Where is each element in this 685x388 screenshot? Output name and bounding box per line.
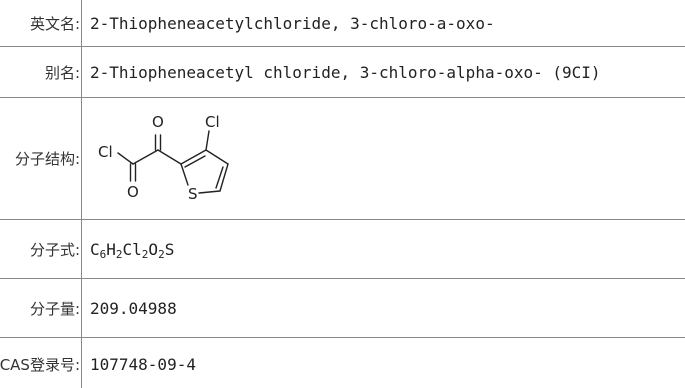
atom-o-top: O <box>152 113 164 131</box>
atom-o-bottom: O <box>127 183 139 201</box>
formula-count-c: 6 <box>99 247 107 261</box>
structure-cell: O Cl Cl O S <box>81 97 685 220</box>
formula-element-o: O <box>148 239 159 259</box>
structure-label: 分子结构: <box>0 97 82 220</box>
row-structure: 分子结构: <box>0 97 685 220</box>
ring-bond-c2a-c3a <box>180 149 207 165</box>
row-cas-number: CAS登录号: 107748-09-4 <box>0 337 685 388</box>
formula-label: 分子式: <box>0 219 82 279</box>
cas-number-label: CAS登录号: <box>0 337 82 388</box>
atom-s: S <box>188 185 198 203</box>
cas-number-value: 107748-09-4 <box>81 337 685 388</box>
formula-element-s: S <box>164 239 175 259</box>
molecular-weight-value: 209.04988 <box>81 278 685 338</box>
formula-element-cl: Cl <box>122 239 142 259</box>
alias-value: 2-Thiopheneacetyl chloride, 3-chloro-alp… <box>81 46 685 98</box>
row-english-name: 英文名: 2-Thiopheneacetylchloride, 3-chloro… <box>0 0 685 47</box>
ring-bond-c5a-s <box>198 190 221 194</box>
bond-c1-c2 <box>132 149 159 165</box>
english-name-label: 英文名: <box>0 0 82 47</box>
formula-element-c: C <box>90 239 100 259</box>
formula-element-h: H <box>106 239 116 259</box>
bond-c3a-cl <box>205 130 210 151</box>
row-formula: 分子式: C6H2Cl2O2S <box>0 219 685 279</box>
ring-bond-c2a-c3a-inner <box>184 155 206 168</box>
formula-count-h: 2 <box>115 247 123 261</box>
bond-cl-c1 <box>117 152 134 165</box>
english-name-value: 2-Thiopheneacetylchloride, 3-chloro-a-ox… <box>81 0 685 47</box>
ring-bond-c3a-c4a <box>205 149 229 165</box>
atom-cl-acyl: Cl <box>98 143 113 161</box>
atom-cl-ring: Cl <box>205 113 220 131</box>
formula-count-cl: 2 <box>141 247 149 261</box>
row-molecular-weight: 分子量: 209.04988 <box>0 278 685 338</box>
ring-bond-c4a-c5a <box>219 163 229 192</box>
alias-label: 别名: <box>0 46 82 98</box>
bond-c2-ring <box>157 149 182 165</box>
formula-count-o: 2 <box>158 247 165 261</box>
ring-bond-c4a-c5a-inner <box>215 166 224 189</box>
ring-bond-s-c2a <box>180 163 189 186</box>
formula-value: C6H2Cl2O2S <box>81 219 685 279</box>
molecule-structure-diagram: O Cl Cl O S <box>98 113 229 203</box>
molecular-weight-label: 分子量: <box>0 278 82 338</box>
row-alias: 别名: 2-Thiopheneacetyl chloride, 3-chloro… <box>0 46 685 98</box>
